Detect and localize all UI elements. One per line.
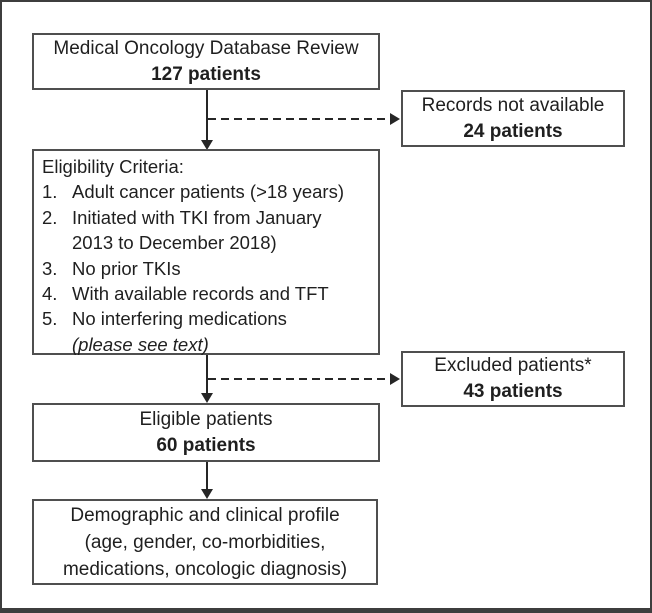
criterion-1-number: 1.: [42, 181, 58, 203]
clinical-profile-line1: Demographic and clinical profile: [70, 504, 340, 526]
dashed-arrow-to-records: [208, 113, 400, 125]
criterion-4: 4. With available records and TFT: [42, 281, 376, 306]
criterion-2-spacer: [42, 230, 72, 255]
eligible-patients-box: Eligible patients 60 patients: [32, 403, 380, 462]
database-review-title: Medical Oncology Database Review: [53, 37, 359, 59]
criterion-5-note: (please see text): [42, 332, 376, 357]
eligible-patients-title: Eligible patients: [139, 408, 273, 430]
records-not-available-count: 24 patients: [463, 120, 563, 142]
criterion-3-number: 3.: [42, 257, 58, 279]
criterion-4-number: 4.: [42, 283, 58, 305]
records-not-available-title: Records not available: [421, 94, 605, 116]
clinical-profile-box: Demographic and clinical profile (age, g…: [32, 499, 378, 585]
clinical-profile-line3: medications, oncologic diagnosis): [62, 558, 348, 580]
database-review-box: Medical Oncology Database Review 127 pat…: [32, 33, 380, 90]
criterion-4-text: With available records and TFT: [72, 283, 329, 305]
records-not-available-box: Records not available 24 patients: [401, 90, 625, 147]
arrow-eligibility-to-eligible: [201, 355, 213, 403]
database-review-count: 127 patients: [151, 63, 261, 85]
clinical-profile-line2: (age, gender, co-morbidities,: [84, 531, 326, 553]
criterion-5-spacer: [42, 332, 72, 357]
eligibility-heading: Eligibility Criteria:: [42, 156, 184, 177]
eligibility-criteria-box: Eligibility Criteria: 1. Adult cancer pa…: [32, 149, 380, 355]
criterion-1-text: Adult cancer patients (>18 years): [72, 181, 344, 203]
criterion-5-number: 5.: [42, 308, 58, 330]
excluded-patients-box: Excluded patients* 43 patients: [401, 351, 625, 407]
excluded-patients-count: 43 patients: [463, 381, 563, 402]
criterion-2: 2. Initiated with TKI from January: [42, 205, 376, 230]
criterion-5-note-text: (please see text): [72, 333, 209, 355]
criterion-3-text: No prior TKIs: [72, 257, 181, 279]
criterion-3: 3. No prior TKIs: [42, 256, 376, 281]
criterion-2-text-line2: 2013 to December 2018): [72, 232, 277, 254]
criterion-2-text: Initiated with TKI from January: [72, 206, 322, 228]
excluded-patients-title: Excluded patients*: [434, 355, 592, 376]
arrow-database-to-eligibility: [201, 90, 213, 150]
arrow-eligible-to-profile: [201, 462, 213, 499]
eligible-patients-count: 60 patients: [156, 434, 256, 456]
dashed-arrow-to-excluded: [208, 373, 400, 385]
criterion-1: 1. Adult cancer patients (>18 years): [42, 179, 376, 204]
criterion-5-text: No interfering medications: [72, 308, 287, 330]
criterion-2-continued: 2013 to December 2018): [42, 230, 376, 255]
criterion-2-number: 2.: [42, 206, 58, 228]
criterion-5: 5. No interfering medications: [42, 306, 376, 331]
